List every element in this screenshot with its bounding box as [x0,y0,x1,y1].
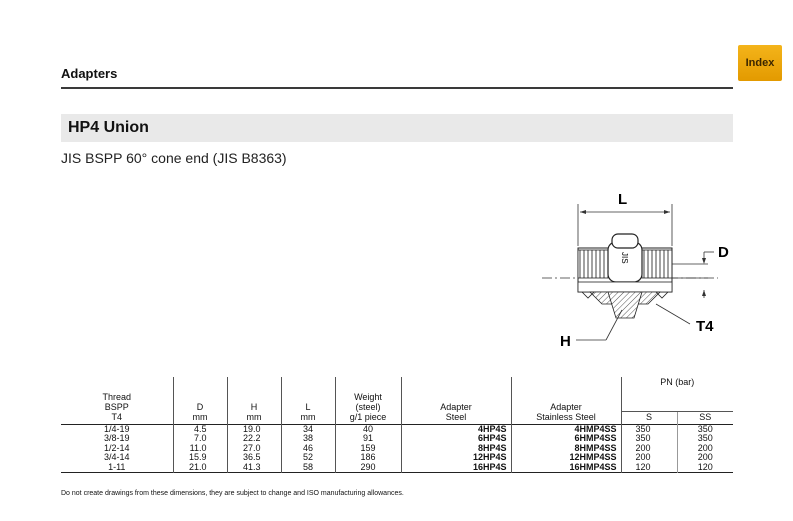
dimension-d [672,251,714,298]
label-h: H [560,333,571,350]
union-technical-drawing: L JIS D T4 H [542,191,729,350]
leader-h-angle [605,309,623,341]
product-subtitle: JIS BSPP 60° cone end (JIS B8363) [61,150,287,166]
dimension-l [577,204,673,246]
section-rule [61,87,733,89]
product-band [61,114,733,142]
body-marking: JIS [620,252,629,264]
col-weight-header: Weight(steel)g/1 piece [334,377,401,425]
product-title: HP4 Union [68,119,149,136]
col-pn-s-header: S [620,411,677,425]
label-t4: T4 [696,318,714,335]
label-d: D [718,244,729,261]
section-title: Adapters [61,66,118,81]
union-body [577,233,673,319]
col-pn-header: PN (bar) [620,377,733,412]
index-tab[interactable]: Index [738,45,782,81]
leader-t4 [655,303,691,325]
footnote: Do not create drawings from these dimens… [61,490,404,497]
col-pn-ss-header: SS [676,411,733,425]
label-l: L [618,191,627,208]
